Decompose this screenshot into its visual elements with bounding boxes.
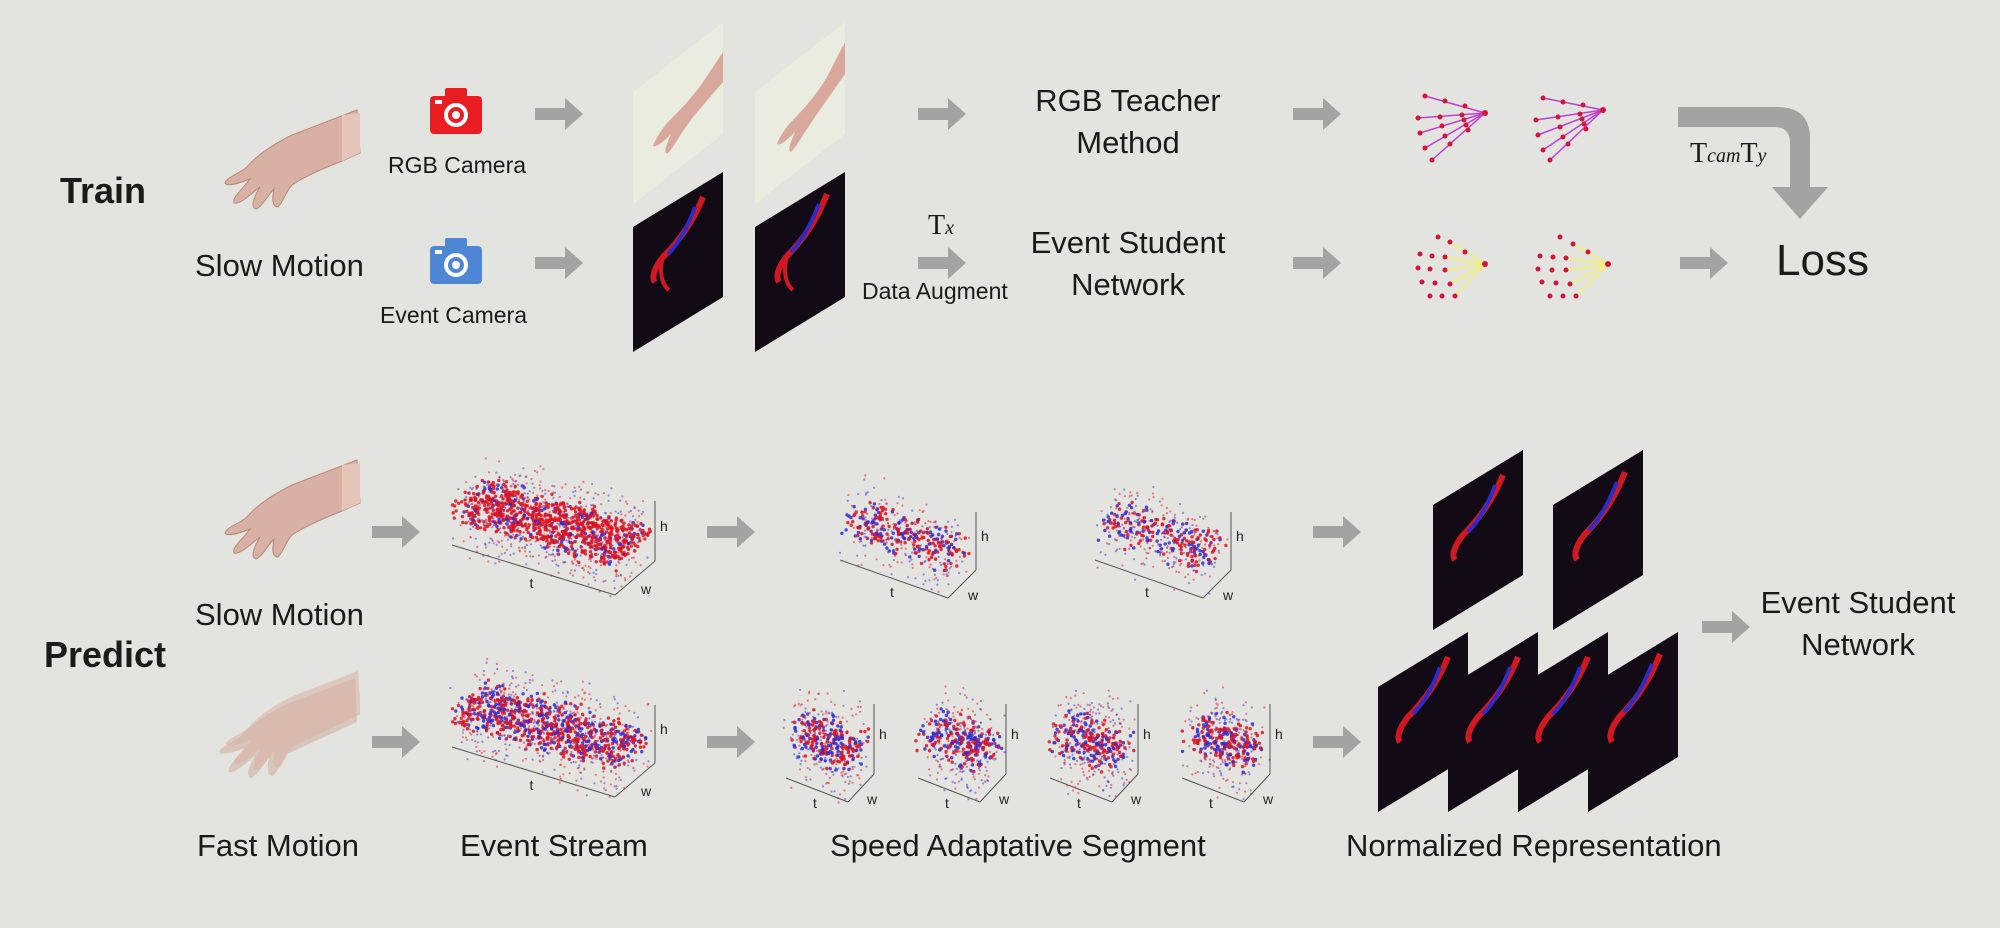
axis-h-label: h xyxy=(660,518,668,534)
axis-t-label: t xyxy=(945,795,949,810)
hand-skeleton-student-1 xyxy=(1415,234,1488,299)
cloud-points xyxy=(449,657,653,798)
axis-w-label: w xyxy=(1130,791,1142,807)
arrow-right-icon xyxy=(372,726,420,758)
event-frame-norm-fast-1 xyxy=(1378,632,1468,812)
arrow-right-icon xyxy=(1293,98,1341,130)
train-section-title: Train xyxy=(60,170,147,211)
axis-w-label: w xyxy=(1262,791,1274,807)
event-frame-train-2 xyxy=(755,172,845,352)
arrow-right-icon xyxy=(918,98,966,130)
event-stream-label: Event Stream xyxy=(460,828,648,863)
arrow-right-icon xyxy=(372,516,420,548)
curved-arrow-icon xyxy=(1678,107,1828,219)
cloud-points xyxy=(914,685,1006,801)
event-frame-norm-fast-3 xyxy=(1518,632,1608,812)
arrow-right-icon xyxy=(707,516,755,548)
tcam-ty-label: TcamTy xyxy=(1690,138,1767,169)
hand-image-predict-slow xyxy=(224,459,361,560)
axis-h-label: h xyxy=(660,721,668,737)
cloud-axes xyxy=(1049,704,1139,803)
axis-h-label: h xyxy=(1143,726,1151,742)
speed-adaptative-segment-label: Speed Adaptative Segment xyxy=(830,828,1206,863)
fast-motion-label: Fast Motion xyxy=(197,828,359,863)
loss-label: Loss xyxy=(1776,236,1869,285)
cloud-points xyxy=(838,474,971,593)
axis-t-label: t xyxy=(1145,584,1149,600)
event-point-cloud-stream-fast: t w h xyxy=(449,657,668,799)
axis-h-label: h xyxy=(1236,528,1244,544)
axis-w-label: w xyxy=(640,581,652,597)
cloud-points xyxy=(1047,689,1136,798)
event-point-cloud-stream-slow: t w h xyxy=(450,457,668,598)
data-augment-label: Data Augment xyxy=(862,278,1008,304)
hand-skeleton-student-2 xyxy=(1535,234,1611,299)
cloud-axes xyxy=(451,501,656,596)
normalized-representation-label: Normalized Representation xyxy=(1346,828,1722,863)
cloud-axes xyxy=(917,704,1007,803)
event-frame-norm-fast-2 xyxy=(1448,632,1538,812)
cloud-axes xyxy=(1181,704,1271,803)
event-frame-norm-fast-4 xyxy=(1588,632,1678,812)
arrow-right-icon xyxy=(535,247,583,279)
axis-t-label: t xyxy=(813,795,817,810)
axis-h-label: h xyxy=(1011,726,1019,742)
event-point-cloud-segment-slow-2: t w h xyxy=(1094,486,1244,603)
event-point-cloud-segment-slow-1: t w h xyxy=(838,474,989,603)
axis-h-label: h xyxy=(879,726,887,742)
cloud-points xyxy=(1096,486,1229,595)
event-point-cloud-segment-fast-3: t w h xyxy=(1047,689,1151,810)
cloud-points xyxy=(1180,686,1271,801)
hand-skeleton-teacher-2 xyxy=(1533,95,1606,163)
axis-h-label: h xyxy=(981,528,989,544)
axis-w-label: w xyxy=(1222,587,1234,603)
event-point-cloud-segment-fast-4: t w h xyxy=(1180,686,1283,810)
event-camera-icon xyxy=(430,238,482,284)
arrow-right-icon xyxy=(1313,726,1361,758)
slow-motion-label-train: Slow Motion xyxy=(195,248,364,283)
axis-t-label: t xyxy=(1209,795,1213,810)
rgb-camera-icon xyxy=(430,88,482,134)
arrow-right-icon xyxy=(535,98,583,130)
event-camera-label: Event Camera xyxy=(380,302,528,328)
axis-t-label: t xyxy=(890,584,894,600)
event-frame-norm-slow-2 xyxy=(1553,450,1643,630)
slow-motion-label-predict: Slow Motion xyxy=(195,597,364,632)
hand-image-predict-fast xyxy=(219,671,360,778)
tx-label: Tx xyxy=(928,210,954,241)
axis-t-label: t xyxy=(530,777,534,793)
axis-h-label: h xyxy=(1275,726,1283,742)
axis-w-label: w xyxy=(967,587,979,603)
arrow-right-icon xyxy=(1313,516,1361,548)
cloud-points xyxy=(782,688,871,804)
axis-t-label: t xyxy=(530,575,534,591)
axis-t-label: t xyxy=(1077,795,1081,810)
hand-photo-1 xyxy=(633,22,723,204)
cloud-axes xyxy=(451,705,656,798)
event-frame-train-1 xyxy=(633,172,723,352)
hand-photo-2 xyxy=(755,22,845,204)
arrow-right-icon xyxy=(1680,247,1728,279)
event-frame-norm-slow-1 xyxy=(1433,450,1523,630)
cloud-points xyxy=(450,457,652,598)
arrow-right-icon xyxy=(918,247,966,279)
arrow-right-icon xyxy=(1702,611,1750,643)
arrow-right-icon xyxy=(1293,247,1341,279)
event-point-cloud-segment-fast-1: t w h xyxy=(782,688,887,810)
axis-w-label: w xyxy=(866,791,878,807)
cloud-axes xyxy=(1094,512,1232,599)
predict-section-title: Predict xyxy=(44,634,167,675)
axis-w-label: w xyxy=(998,791,1010,807)
hand-skeleton-teacher-1 xyxy=(1415,93,1488,163)
axis-w-label: w xyxy=(640,783,652,799)
event-point-cloud-segment-fast-2: t w h xyxy=(914,685,1019,810)
hand-image-train xyxy=(224,109,361,210)
rgb-camera-label: RGB Camera xyxy=(388,152,527,178)
arrow-right-icon xyxy=(707,726,755,758)
